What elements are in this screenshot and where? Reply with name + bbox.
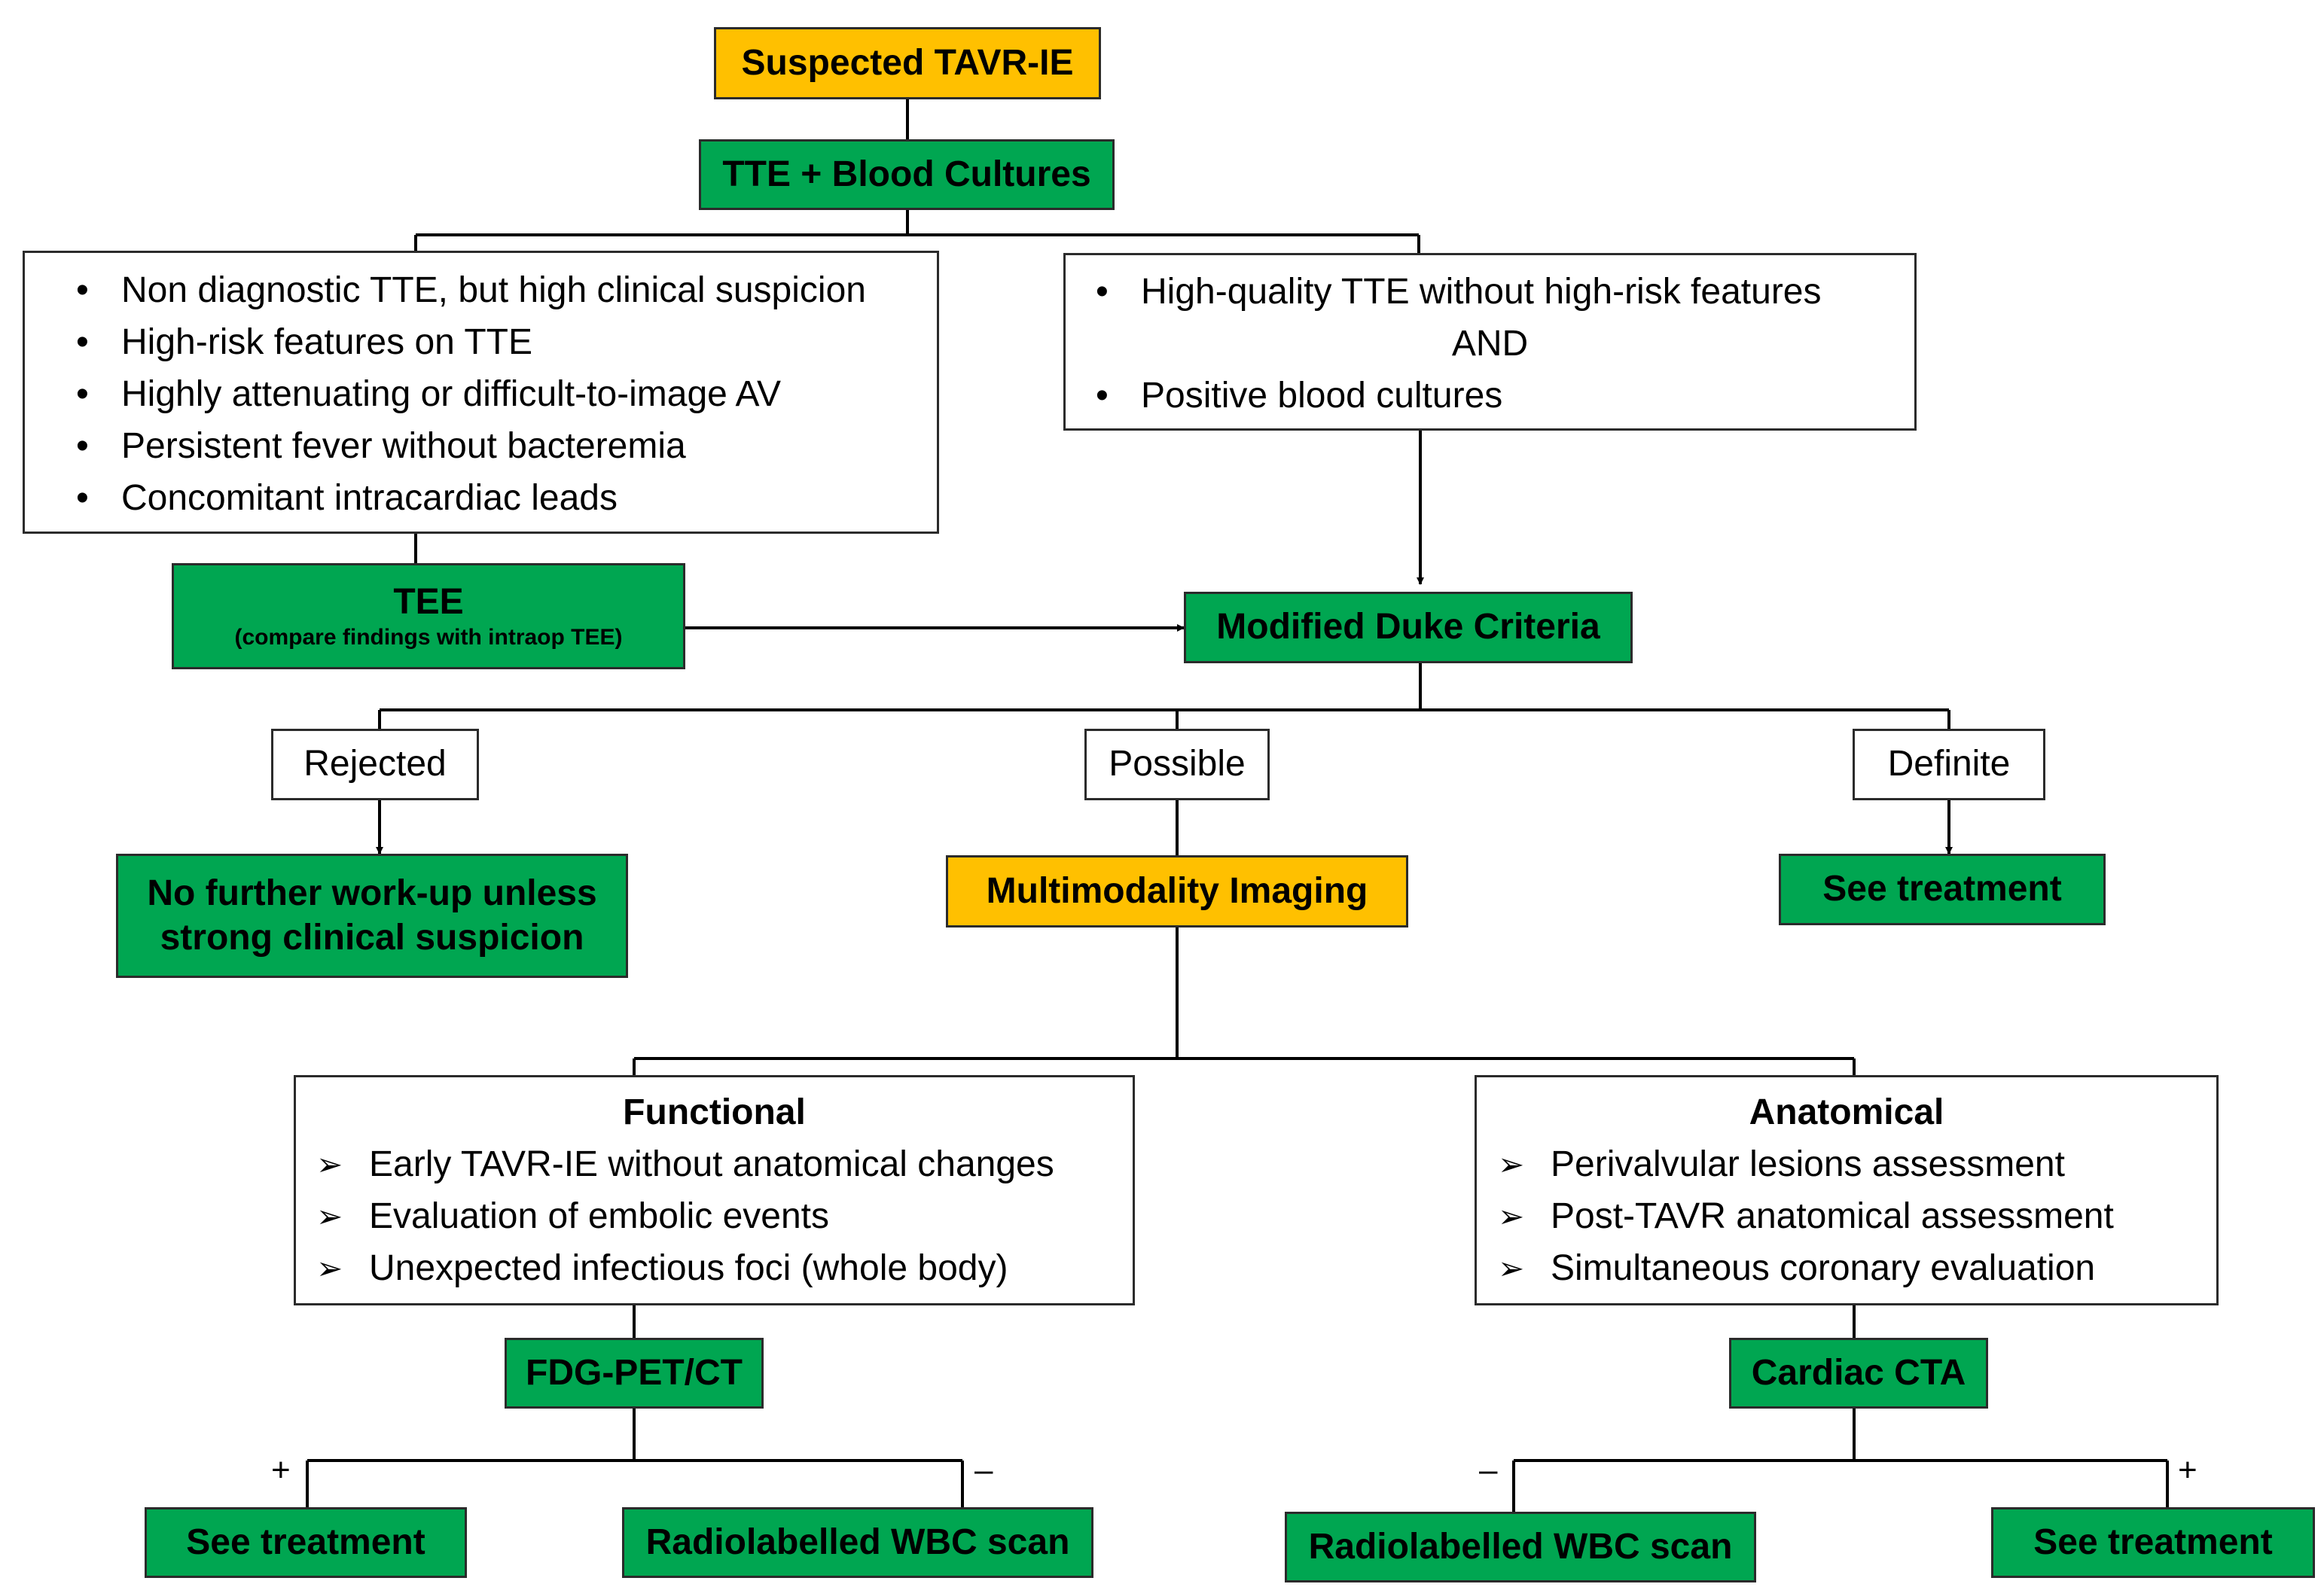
left-criteria-box: Non diagnostic TTE, but high clinical su… [23,251,939,534]
right-criteria-item: High-quality TTE without high-risk featu… [1096,266,1899,318]
functional-title: Functional [623,1092,806,1132]
definite-box: Definite [1853,729,2045,800]
fdg-positive-see-treatment-label: See treatment [186,1522,425,1562]
modified-duke-criteria-box: Modified Duke Criteria [1184,592,1633,663]
left-criteria-item: Non diagnostic TTE, but high clinical su… [76,264,937,316]
tee-note: (compare findings with intraop TEE) [234,625,623,650]
functional-item: Early TAVR-IE without anatomical changes [316,1138,1118,1190]
suspected-tavr-ie-box: Suspected TAVR-IE [714,27,1101,99]
fdg-pet-ct-label: FDG-PET/CT [526,1352,743,1393]
tee-title: TEE [393,581,464,622]
anatomical-title: Anatomical [1749,1092,1944,1132]
possible-box: Possible [1084,729,1270,800]
definite-see-treatment-label: See treatment [1822,869,2062,909]
multimodality-imaging-box: Multimodality Imaging [946,855,1408,928]
anatomical-item: Post-TAVR anatomical assessment [1498,1190,2201,1242]
suspected-tavr-ie-label: Suspected TAVR-IE [741,42,1074,83]
fdg-negative-wbc-scan-label: Radiolabelled WBC scan [645,1522,1070,1562]
cardiac-cta-label: Cardiac CTA [1751,1352,1966,1393]
right-criteria-box: High-quality TTE without high-risk featu… [1063,253,1917,431]
cta-positive-see-treatment-box: See treatment [1991,1507,2315,1578]
cardiac-cta-box: Cardiac CTA [1729,1338,1988,1409]
multimodality-imaging-label: Multimodality Imaging [986,870,1368,911]
fdg-negative-sign: – [974,1451,993,1488]
cta-positive-see-treatment-label: See treatment [2033,1522,2273,1562]
anatomical-item: Perivalvular lesions assessment [1498,1138,2201,1190]
no-further-workup-box: No further work-up unless strong clinica… [116,854,628,978]
cta-negative-wbc-scan-box: Radiolabelled WBC scan [1285,1512,1756,1582]
rejected-box: Rejected [271,729,479,800]
fdg-pet-ct-box: FDG-PET/CT [505,1338,764,1409]
tte-blood-cultures-box: TTE + Blood Cultures [699,139,1115,210]
functional-item: Evaluation of embolic events [316,1190,1118,1242]
functional-item: Unexpected infectious foci (whole body) [316,1242,1118,1294]
modified-duke-criteria-label: Modified Duke Criteria [1216,607,1600,647]
tee-box: TEE (compare findings with intraop TEE) [172,563,685,669]
right-criteria-and: AND [1451,324,1529,364]
tte-blood-cultures-label: TTE + Blood Cultures [722,154,1091,194]
definite-see-treatment-box: See treatment [1779,854,2106,925]
left-criteria-item: Highly attenuating or difficult-to-image… [76,368,937,420]
left-criteria-item: Concomitant intracardiac leads [76,472,937,524]
anatomical-box: Anatomical Perivalvular lesions assessme… [1475,1075,2219,1305]
cta-positive-sign: + [2178,1451,2197,1488]
no-further-workup-line2: strong clinical suspicion [160,917,584,958]
no-further-workup-line1: No further work-up unless [147,873,597,913]
left-criteria-item: Persistent fever without bacteremia [76,420,937,472]
left-criteria-item: High-risk features on TTE [76,316,937,368]
possible-label: Possible [1109,744,1246,784]
fdg-negative-wbc-scan-box: Radiolabelled WBC scan [622,1507,1093,1578]
fdg-positive-see-treatment-box: See treatment [145,1507,467,1578]
right-criteria-item: Positive blood cultures [1096,370,1899,422]
cta-negative-sign: – [1479,1451,1498,1488]
definite-label: Definite [1887,744,2011,784]
anatomical-item: Simultaneous coronary evaluation [1498,1242,2201,1294]
cta-negative-wbc-scan-label: Radiolabelled WBC scan [1308,1526,1733,1567]
functional-box: Functional Early TAVR-IE without anatomi… [294,1075,1135,1305]
fdg-positive-sign: + [271,1451,291,1488]
rejected-label: Rejected [303,744,447,784]
